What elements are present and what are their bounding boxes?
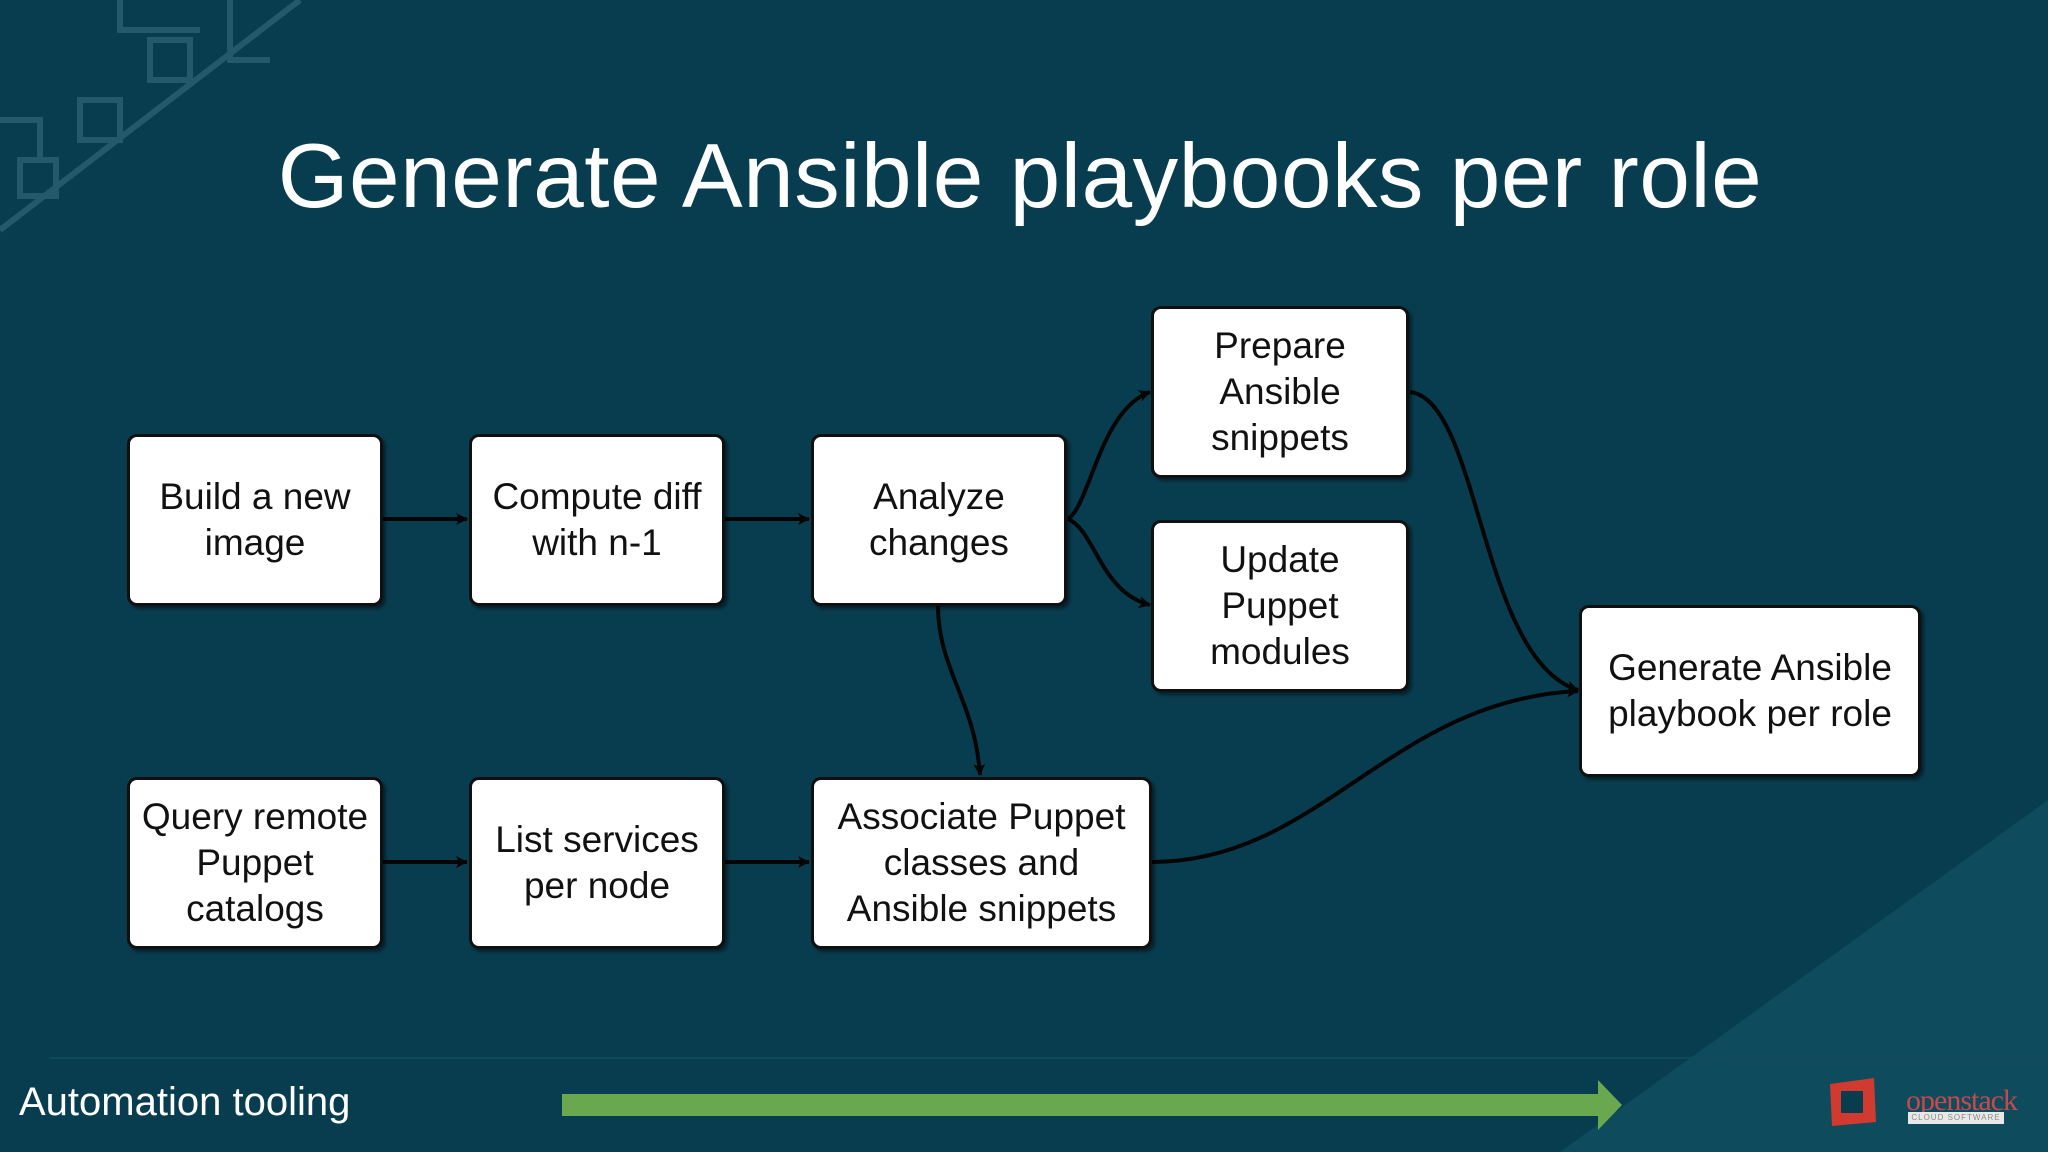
redhat-logo-icon bbox=[1830, 1078, 1876, 1126]
footer-label: Automation tooling bbox=[19, 1080, 351, 1124]
node-build-image: Build a new image bbox=[127, 434, 383, 606]
diagram-connectors bbox=[383, 390, 1579, 868]
node-query-catalogs: Query remote Puppet catalogs bbox=[127, 777, 383, 949]
progress-arrow bbox=[562, 1080, 1622, 1130]
node-update-modules: Update Puppet modules bbox=[1151, 520, 1409, 692]
corner-pattern bbox=[0, 0, 302, 233]
edge-analyze-prepare bbox=[1066, 390, 1151, 521]
openstack-logo: openstack bbox=[1906, 1084, 2018, 1117]
slide-title: Generate Ansible playbooks per role bbox=[277, 126, 1763, 227]
node-list-services: List services per node bbox=[469, 777, 725, 949]
node-generate-playbook: Generate Ansible playbook per role bbox=[1579, 605, 1921, 777]
edge-analyze-update bbox=[1067, 517, 1151, 609]
edge-analyze-associate bbox=[936, 604, 986, 776]
node-analyze-changes: Analyze changes bbox=[811, 434, 1067, 606]
node-associate-classes: Associate Puppet classes and Ansible sni… bbox=[811, 777, 1152, 949]
node-compute-diff: Compute diff with n-1 bbox=[469, 434, 725, 606]
edge-associate-generate bbox=[1151, 685, 1579, 864]
node-prepare-snippets: Prepare Ansible snippets bbox=[1151, 306, 1409, 478]
openstack-logo-subtext: CLOUD SOFTWARE bbox=[1908, 1112, 2004, 1124]
corner-accent bbox=[1560, 800, 2048, 1152]
edge-prepare-generate bbox=[1409, 390, 1579, 693]
